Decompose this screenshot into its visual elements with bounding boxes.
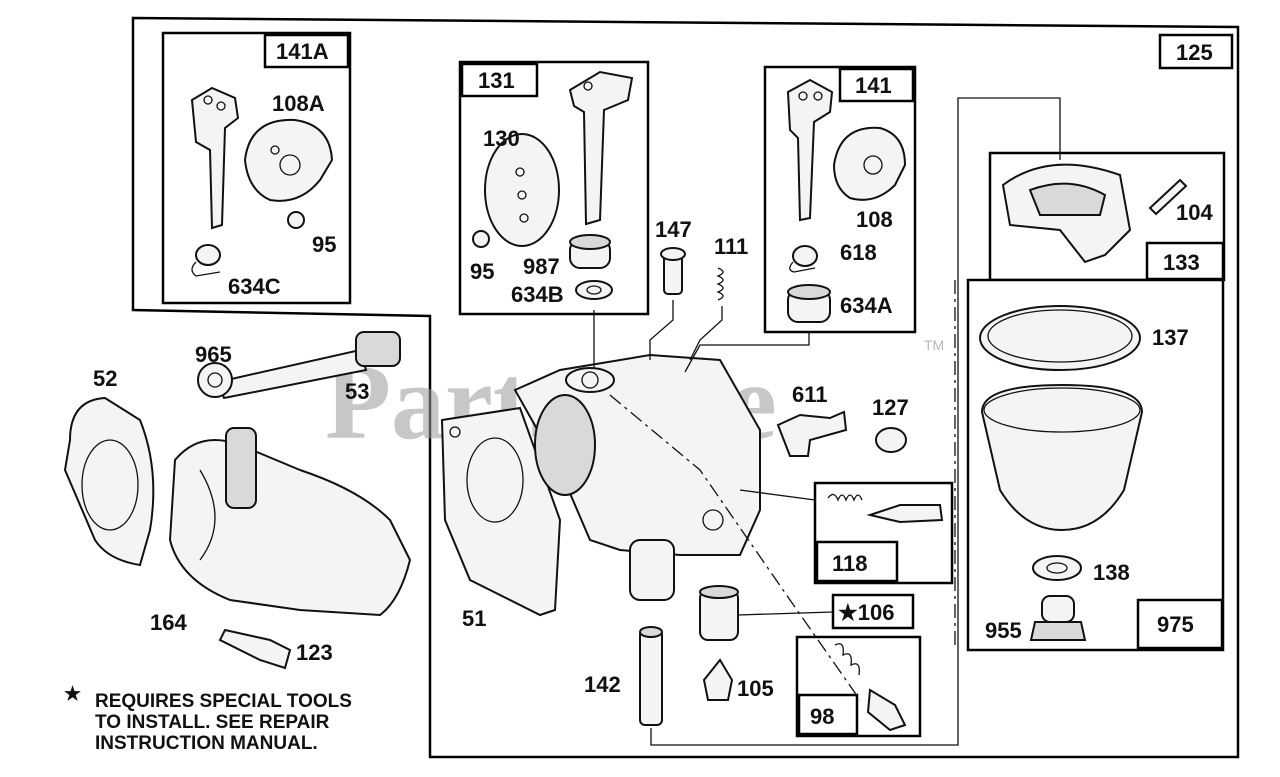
mixture-screw-98 bbox=[834, 643, 907, 732]
note-line-3: INSTRUCTION MANUAL. bbox=[95, 733, 318, 754]
label-955: 955 bbox=[985, 618, 1022, 643]
washer-138 bbox=[1032, 555, 1082, 581]
label-164: 164 bbox=[150, 610, 187, 635]
nut-965 bbox=[197, 362, 233, 398]
box-98 bbox=[797, 693, 859, 736]
label-105: 105 bbox=[737, 676, 774, 701]
box-125 bbox=[1158, 33, 1234, 70]
note-line-1: REQUIRES SPECIAL TOOLS bbox=[95, 691, 352, 712]
box-141 bbox=[838, 67, 915, 103]
bushing-987 bbox=[569, 234, 611, 269]
special-tools-note: ★ REQUIRES SPECIAL TOOLS TO INSTALL. SEE… bbox=[64, 684, 352, 754]
label-51: 51 bbox=[462, 606, 486, 631]
label-111: 111 bbox=[714, 234, 748, 259]
label-131: 131 bbox=[478, 68, 515, 93]
mounting-gasket-51 bbox=[440, 406, 562, 617]
box-141a bbox=[263, 33, 350, 69]
float-133 bbox=[1001, 163, 1132, 264]
seat-106 bbox=[699, 585, 739, 641]
label-611: 611 bbox=[792, 382, 828, 407]
label-127: 127 bbox=[872, 395, 909, 420]
label-141: 141 bbox=[855, 73, 892, 98]
label-137: 137 bbox=[1152, 325, 1189, 350]
box-106 bbox=[831, 593, 915, 630]
spring-634c bbox=[191, 244, 221, 277]
label-95-b: 95 bbox=[470, 259, 494, 284]
screw-147 bbox=[660, 247, 686, 295]
label-141a: 141A bbox=[276, 39, 329, 64]
note-line-2: TO INSTALL. SEE REPAIR bbox=[95, 712, 330, 733]
washer-634b bbox=[575, 280, 613, 300]
box-131 bbox=[460, 62, 539, 98]
label-118: 118 bbox=[832, 551, 868, 576]
nozzle-142 bbox=[639, 626, 663, 726]
box-118 bbox=[815, 540, 899, 583]
label-147: 147 bbox=[655, 217, 692, 242]
label-98: 98 bbox=[810, 704, 834, 729]
throttle-plate-108a bbox=[243, 118, 334, 202]
spring-618 bbox=[789, 245, 818, 273]
throttle-shaft-141 bbox=[786, 78, 834, 222]
label-965: 965 bbox=[195, 342, 232, 367]
gasket-137 bbox=[979, 305, 1141, 371]
label-104: 104 bbox=[1176, 200, 1213, 225]
idle-mixture-screw-118 bbox=[827, 493, 944, 524]
watermark-tm: TM bbox=[924, 337, 944, 353]
bushing-634a bbox=[787, 284, 831, 323]
label-125: 125 bbox=[1176, 40, 1213, 65]
label-138: 138 bbox=[1093, 560, 1130, 585]
label-95-a: 95 bbox=[312, 232, 336, 257]
elbow-611 bbox=[776, 410, 848, 457]
leader-lines bbox=[593, 97, 1061, 746]
gasket-52 bbox=[63, 396, 155, 567]
screw-95-left bbox=[287, 211, 305, 229]
intake-manifold-164 bbox=[168, 427, 412, 617]
choke-plate-130 bbox=[484, 133, 560, 247]
screw-123 bbox=[218, 628, 292, 670]
label-987: 987 bbox=[523, 254, 560, 279]
label-106: ★106 bbox=[838, 600, 894, 625]
label-52: 52 bbox=[93, 366, 117, 391]
label-634b: 634B bbox=[511, 282, 564, 307]
label-53: 53 bbox=[345, 379, 369, 404]
plug-127 bbox=[875, 427, 907, 453]
note-star: ★ bbox=[64, 684, 81, 705]
float-pin-104 bbox=[1148, 178, 1188, 216]
label-975: 975 bbox=[1157, 612, 1194, 637]
needle-105 bbox=[702, 658, 734, 701]
label-108: 108 bbox=[856, 207, 893, 232]
label-123: 123 bbox=[296, 640, 333, 665]
throttle-shaft-141a bbox=[190, 86, 240, 230]
carburetor-body bbox=[513, 353, 761, 601]
box-133 bbox=[1145, 241, 1225, 281]
label-618: 618 bbox=[840, 240, 877, 265]
bowl-nut-955 bbox=[1029, 595, 1087, 641]
spring-111 bbox=[716, 267, 724, 301]
float-bowl bbox=[980, 383, 1144, 532]
main-frame bbox=[131, 16, 1240, 759]
box-975 bbox=[1136, 598, 1224, 650]
label-130: 130 bbox=[483, 126, 520, 151]
label-108a: 108A bbox=[272, 91, 325, 116]
label-133: 133 bbox=[1163, 250, 1200, 275]
choke-shaft-131 bbox=[568, 70, 634, 226]
label-142: 142 bbox=[584, 672, 621, 697]
label-634c: 634C bbox=[228, 274, 281, 299]
label-634a: 634A bbox=[840, 293, 893, 318]
screw-95-center bbox=[472, 230, 490, 248]
throttle-plate-108 bbox=[832, 126, 907, 201]
